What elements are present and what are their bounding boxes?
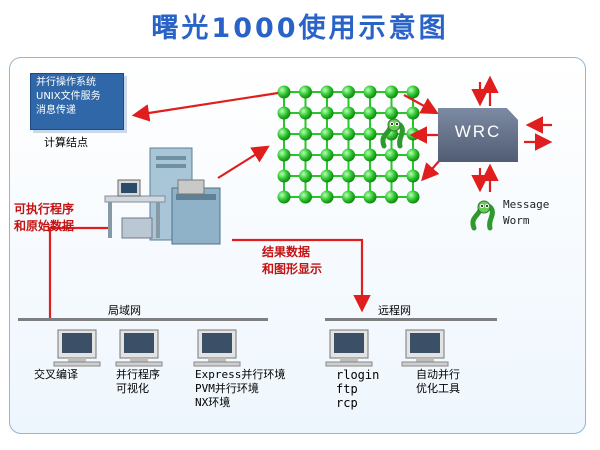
workstation-5-line-1: 自动并行 — [416, 368, 460, 381]
network-links — [48, 226, 371, 318]
pc-icon-1 — [53, 329, 101, 367]
wrc-label: WRC — [454, 122, 502, 141]
workstation-3-label: Express并行环境 PVM并行环境 NX环境 — [195, 368, 285, 410]
mesh-node — [320, 148, 334, 162]
executable-label-1: 可执行程序 — [14, 202, 75, 216]
workstation-4-line-2: ftp — [336, 382, 358, 396]
mesh-node — [277, 127, 291, 141]
workstation-4-line-1: rlogin — [336, 368, 380, 382]
mesh-node — [406, 169, 420, 183]
worm-icon — [380, 118, 405, 149]
mesh-node — [406, 148, 420, 162]
lan-label: 局域网 — [108, 304, 141, 317]
compute-node-line-3: 消息传递 — [36, 105, 76, 116]
mesh-node — [342, 85, 355, 99]
mesh-node — [277, 190, 291, 204]
processor-mesh — [277, 85, 420, 204]
mesh-node — [406, 106, 420, 120]
mesh-node — [320, 169, 334, 183]
mesh-node — [342, 127, 355, 141]
workstation-4-line-3: rcp — [336, 396, 358, 410]
mesh-node — [406, 190, 420, 204]
compute-node-line-2: UNIX文件服务 — [36, 91, 101, 102]
mesh-node — [277, 148, 291, 162]
mesh-node — [363, 127, 377, 141]
mesh-node — [363, 85, 377, 99]
link-host-to-wan — [232, 238, 371, 313]
mesh-node — [363, 148, 377, 162]
arrow-mesh-to-node — [131, 91, 279, 122]
workstation-3-line-3: NX环境 — [195, 396, 231, 409]
arrow-host-to-mesh — [217, 145, 270, 179]
results-label-1: 结果数据 — [262, 245, 311, 259]
mesh-node — [385, 190, 398, 204]
workstation-3-line-1: Express并行环境 — [195, 368, 286, 381]
compute-node-box — [30, 73, 124, 130]
mesh-node — [320, 127, 334, 141]
compute-node-caption: 计算结点 — [44, 136, 88, 149]
mesh-node — [320, 190, 334, 204]
mesh-node — [320, 106, 334, 120]
lan-bar — [18, 318, 268, 321]
mesh-node — [342, 190, 355, 204]
workstation-5-label: 自动并行 优化工具 — [416, 368, 460, 396]
wrc-router — [438, 108, 518, 162]
pc-icon-2 — [115, 329, 163, 367]
mesh-node — [299, 127, 312, 141]
workstation-3-line-2: PVM并行环境 — [195, 382, 259, 395]
mesh-node — [406, 85, 420, 99]
mesh-node — [299, 106, 312, 120]
pc-icon-3 — [193, 329, 241, 367]
mesh-node — [277, 85, 291, 99]
mesh-node — [385, 169, 398, 183]
compute-node-line-1: 并行操作系统 — [36, 77, 96, 88]
message-worm-line-2: Worm — [503, 214, 530, 227]
workstation-4-label: rlogin ftp rcp — [336, 368, 379, 410]
message-worm-line-1: Message — [503, 198, 550, 211]
workstation-icons — [53, 329, 449, 367]
mesh-node — [277, 106, 291, 120]
mesh-node — [385, 148, 398, 162]
mesh-node — [299, 148, 312, 162]
workstation-1-line-1: 交叉编译 — [34, 368, 78, 381]
link-host-to-lan — [48, 226, 112, 318]
mesh-node — [385, 85, 398, 99]
executable-label-2: 和原始数据 — [14, 219, 75, 233]
message-worm-icon — [470, 200, 495, 231]
workstation-2-label: 并行程序 可视化 — [116, 368, 160, 396]
mesh-node — [342, 106, 355, 120]
results-label-2: 和图形显示 — [262, 262, 323, 276]
workstation-5-line-2: 优化工具 — [416, 382, 460, 395]
workstation-2-line-2: 可视化 — [116, 382, 149, 395]
wan-label: 远程网 — [378, 304, 411, 317]
mesh-node — [277, 169, 291, 183]
workstation-1-label: 交叉编译 — [34, 368, 78, 382]
mesh-node — [320, 85, 334, 99]
arrow-wrc-down-left — [421, 159, 441, 182]
workstation-2-line-1: 并行程序 — [116, 368, 160, 381]
mesh-node — [363, 190, 377, 204]
pc-icon-5 — [401, 329, 449, 367]
wan-bar — [325, 318, 497, 321]
diagram-title: 曙光1000使用示意图 — [151, 13, 449, 44]
host-computer-icon — [104, 147, 221, 245]
mesh-node — [342, 148, 355, 162]
mesh-node — [299, 85, 312, 99]
mesh-node — [342, 169, 355, 183]
pc-icon-4 — [325, 329, 373, 367]
mesh-node — [363, 106, 377, 120]
arrow-mesh-to-wrc — [403, 94, 439, 115]
mesh-node — [299, 190, 312, 204]
mesh-node — [363, 169, 377, 183]
mesh-node — [299, 169, 312, 183]
mesh-node — [385, 106, 398, 120]
